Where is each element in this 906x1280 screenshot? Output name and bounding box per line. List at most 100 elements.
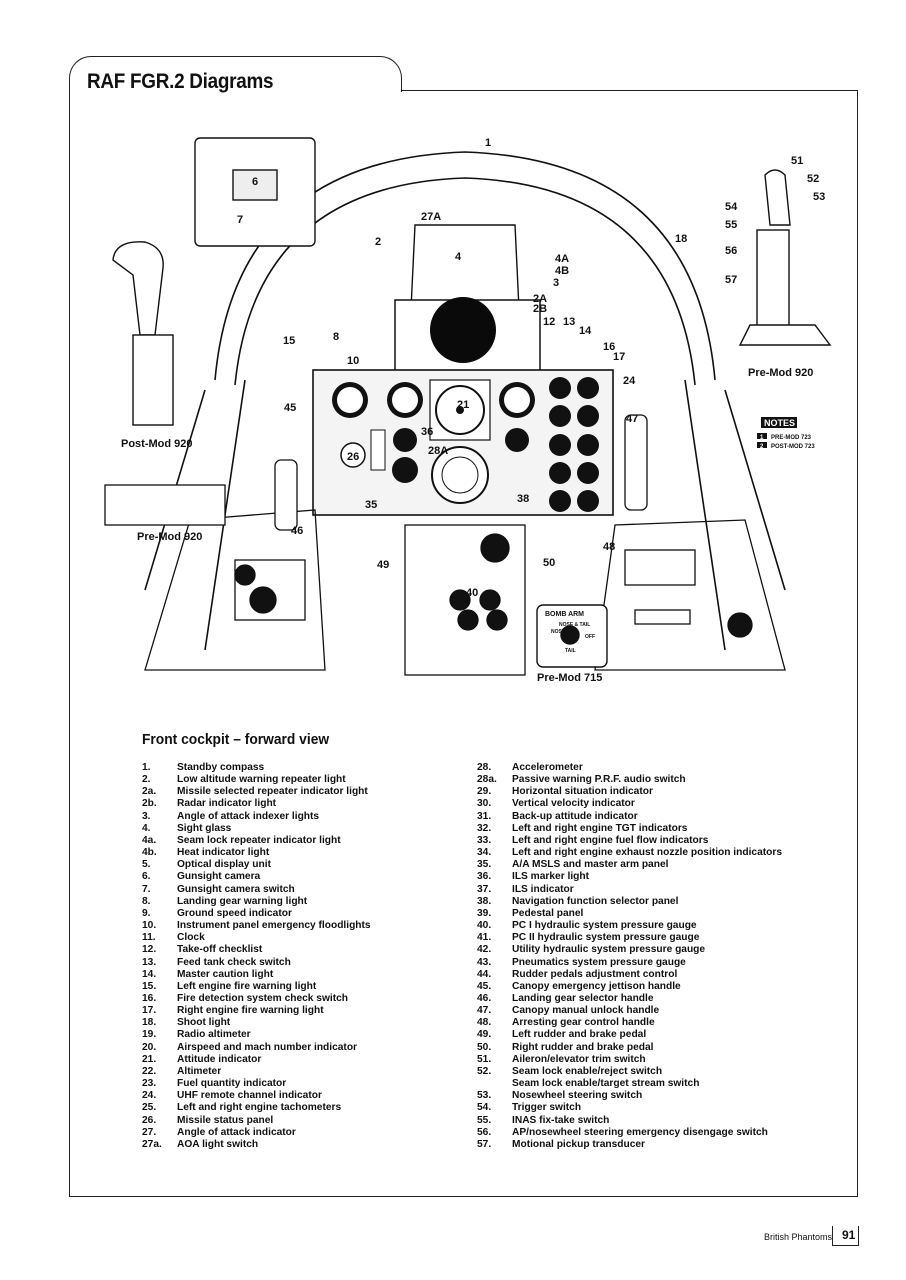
legend-item: 29.Horizontal situation indicator (477, 786, 653, 798)
svg-text:OFF: OFF (585, 634, 595, 640)
legend-item: 26.Missile status panel (142, 1114, 274, 1126)
svg-text:53: 53 (813, 191, 825, 203)
canopy-outer-arch (214, 151, 716, 381)
svg-text:8: 8 (333, 331, 339, 343)
legend-item: 49.Left rudder and brake pedal (477, 1029, 647, 1041)
legend-item: 41.PC II hydraulic system pressure gauge (477, 932, 700, 944)
svg-text:1: 1 (485, 137, 491, 149)
legend-item: 28a.Passive warning P.R.F. audio switch (477, 774, 686, 786)
legend-item: 42.Utility hydraulic system pressure gau… (477, 944, 706, 956)
svg-text:POST-MOD 723: POST-MOD 723 (771, 444, 815, 450)
svg-text:3: 3 (553, 277, 559, 289)
legend-item: 19.Radio altimeter (142, 1029, 251, 1041)
svg-text:PRE-MOD 723: PRE-MOD 723 (771, 435, 812, 441)
svg-text:21: 21 (457, 399, 469, 411)
legend-item: 11.Clock (142, 932, 205, 944)
svg-text:NOSE: NOSE (551, 629, 566, 635)
legend-list-left: 1.Standby compass 2.Low altitude warning… (142, 762, 472, 1151)
legend-item: 21.Attitude indicator (142, 1053, 262, 1065)
page-frame (69, 90, 858, 1197)
caption-pre-mod-920-right: Pre-Mod 920 (748, 367, 813, 379)
caption-pre-mod-920-left: Pre-Mod 920 (137, 531, 202, 543)
legend-item: 33.Left and right engine fuel flow indic… (477, 834, 709, 846)
legend-item: 38.Navigation function selector panel (477, 895, 679, 907)
canopy-inner-arch (234, 177, 696, 386)
legend-item: 54.Trigger switch (477, 1102, 582, 1114)
legend-item: 27.Angle of attack indicator (142, 1126, 296, 1138)
legend-item: 2.Low altitude warning repeater light (142, 774, 346, 786)
legend-item: 43.Pneumatics system pressure gauge (477, 956, 686, 968)
legend-item: 1.Standby compass (142, 762, 265, 773)
svg-text:27A: 27A (421, 211, 441, 223)
legend-item: 35.A/A MSLS and master arm panel (477, 859, 669, 871)
svg-text:24: 24 (623, 375, 636, 387)
legend-item: 57.Motional pickup transducer (477, 1138, 646, 1150)
svg-text:12: 12 (543, 316, 555, 328)
pre-mod-920-left-panel (104, 484, 226, 526)
legend-item: 45.Canopy emergency jettison handle (477, 980, 681, 992)
svg-text:2: 2 (760, 444, 764, 450)
svg-text:4B: 4B (555, 265, 569, 277)
caption-post-mod-920: Post-Mod 920 (121, 438, 193, 450)
svg-text:15: 15 (283, 335, 295, 347)
legend-item: 2a.Missile selected repeater indicator l… (142, 786, 368, 798)
legend-item: 30.Vertical velocity indicator (477, 798, 635, 810)
svg-text:48: 48 (603, 541, 615, 553)
svg-text:1: 1 (760, 435, 764, 441)
page-title: RAF FGR.2 Diagrams (87, 70, 274, 93)
section-heading: Front cockpit – forward view (142, 731, 330, 748)
svg-text:52: 52 (807, 173, 819, 185)
bomb-arm-panel (536, 604, 608, 668)
optical-display-unit (394, 297, 541, 376)
svg-text:47: 47 (626, 413, 638, 425)
legend-item: 28.Accelerometer (477, 762, 583, 773)
legend-item: 37.ILS indicator (477, 883, 574, 895)
tab-joint (70, 88, 401, 92)
legend-item: 25.Left and right engine tachometers (142, 1102, 342, 1114)
cockpit-diagram: 1 2 2A 2B 3 4 4A 4B 6 7 8 10 12 13 14 15… (104, 137, 832, 684)
control-stick-post-mod-920 (112, 241, 174, 426)
legend-item: 14.Master caution light (142, 968, 274, 980)
page-number: 91 (842, 1228, 856, 1242)
legend-item: 13.Feed tank check switch (142, 956, 291, 968)
svg-text:39: 39 (489, 545, 501, 557)
footer-book-title: British Phantoms (764, 1232, 833, 1242)
svg-text:2: 2 (375, 236, 381, 248)
legend-item: 36.ILS marker light (477, 871, 589, 883)
legend-item: 17.Right engine fire warning light (142, 1005, 324, 1017)
legend-item: 8.Landing gear warning light (142, 895, 308, 907)
legend-item: 18.Shoot light (142, 1017, 231, 1029)
notes-block: NOTES 1 PRE-MOD 723 2 POST-MOD 723 (757, 417, 815, 450)
legend-item: 27a.AOA light switch (142, 1138, 259, 1150)
legend-item: 52.Seam lock enable/reject switch (477, 1065, 663, 1077)
legend-item: 56.AP/nosewheel steering emergency disen… (477, 1126, 768, 1138)
legend-item: 9.Ground speed indicator (142, 907, 292, 919)
svg-text:TAIL: TAIL (565, 648, 576, 654)
caption-pre-mod-715: Pre-Mod 715 (537, 672, 602, 684)
svg-text:45: 45 (284, 402, 296, 414)
legend-item: 50.Right rudder and brake pedal (477, 1041, 654, 1053)
svg-text:13: 13 (563, 316, 575, 328)
legend-item: 47.Canopy manual unlock handle (477, 1005, 660, 1017)
footer-divider (832, 1226, 833, 1246)
legend-item: 3.Angle of attack indexer lights (142, 810, 320, 822)
legend-item: 23.Fuel quantity indicator (142, 1078, 287, 1090)
legend-item: 24.UHF remote channel indicator (142, 1090, 322, 1102)
svg-text:26: 26 (347, 451, 359, 463)
svg-text:50: 50 (543, 557, 555, 569)
legend-item: 7.Gunsight camera switch (142, 883, 295, 895)
legend-item: 16.Fire detection system check switch (142, 992, 348, 1004)
svg-text:57: 57 (725, 274, 737, 286)
svg-text:14: 14 (579, 325, 592, 337)
svg-text:6: 6 (252, 176, 258, 188)
svg-text:16: 16 (603, 341, 615, 353)
legend-item: 6.Gunsight camera (142, 871, 261, 883)
legend-item: 39.Pedestal panel (477, 907, 584, 919)
legend-item: 53.Nosewheel steering switch (477, 1090, 643, 1102)
svg-text:49: 49 (377, 559, 389, 571)
legend-item: Seam lock enable/target stream switch (512, 1078, 700, 1090)
legend-item: 10.Instrument panel emergency floodlight… (142, 920, 371, 932)
legend-item: 40.PC I hydraulic system pressure gauge (477, 920, 697, 932)
legend-item: 51.Aileron/elevator trim switch (477, 1053, 646, 1065)
svg-text:46: 46 (291, 525, 303, 537)
